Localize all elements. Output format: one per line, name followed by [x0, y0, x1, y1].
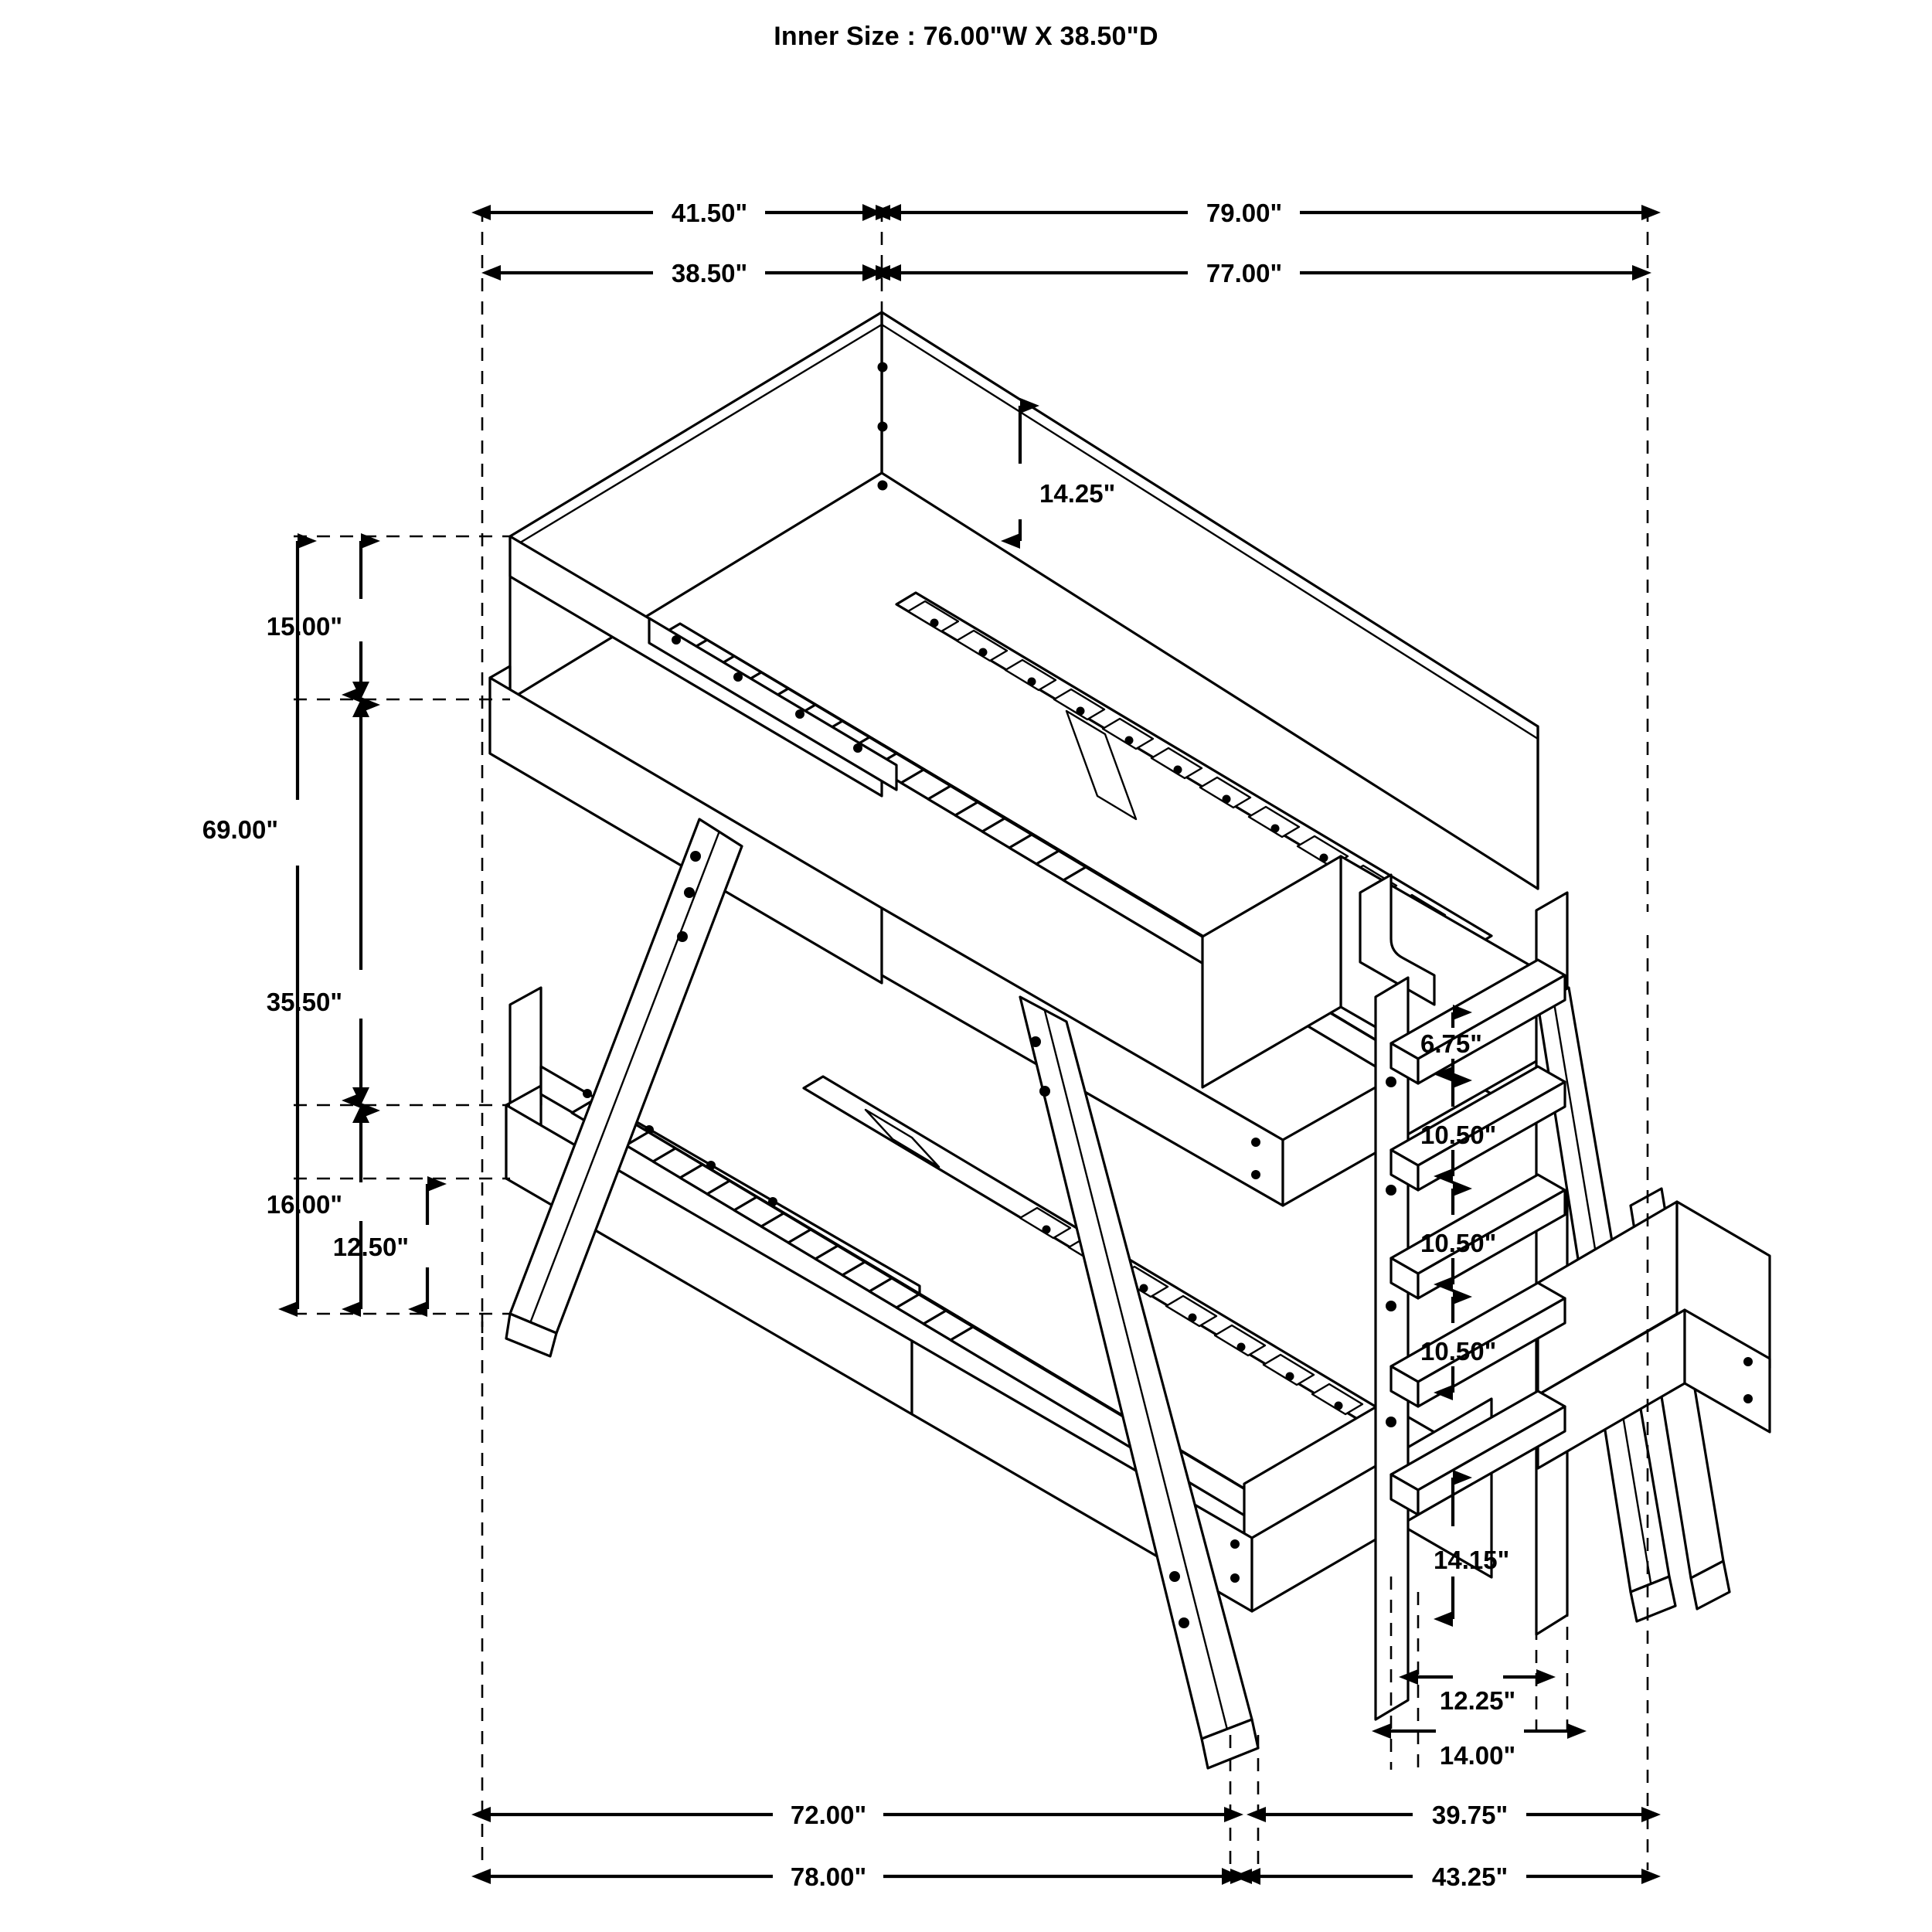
dim-39-75: 39.75" [1247, 1801, 1661, 1829]
extension-lines [294, 209, 1649, 1870]
dim-69-00: 69.00" [202, 533, 317, 1317]
dim-label-14-25: 14.25" [1039, 479, 1115, 508]
dim-77-00: 77.00" [871, 259, 1651, 287]
dim-10-50-b: 10.50" [1420, 1181, 1496, 1292]
dim-label-6-75: 6.75" [1420, 1029, 1482, 1058]
support-legs [505, 818, 1771, 1770]
dim-10-50-c: 10.50" [1420, 1289, 1496, 1400]
hardware-hole [877, 480, 888, 491]
dim-35-50: 35.50" [267, 697, 380, 1108]
dim-79-00: 79.00" [871, 199, 1661, 227]
dim-14-15: 14.15" [1434, 1470, 1509, 1627]
dim-label-79-00: 79.00" [1206, 199, 1282, 227]
dim-label-14-15: 14.15" [1434, 1546, 1509, 1574]
dim-72-00: 72.00" [471, 1801, 1243, 1829]
dim-label-72-00: 72.00" [791, 1801, 866, 1829]
hardware-hole [877, 362, 888, 372]
dim-41-50: 41.50" [471, 199, 895, 227]
ladder-rungs [1389, 958, 1566, 1516]
dim-10-50-a: 10.50" [1420, 1073, 1496, 1184]
dim-label-16-00: 16.00" [267, 1190, 342, 1219]
dim-label-15-00: 15.00" [267, 612, 342, 641]
dim-12-50: 12.50" [333, 1176, 447, 1317]
dim-label-77-00: 77.00" [1206, 259, 1282, 287]
upper-front-side-board [488, 676, 883, 985]
dim-label-12-50: 12.50" [333, 1233, 409, 1261]
dim-6-75: 6.75" [1420, 1005, 1482, 1082]
dim-label-39-75: 39.75" [1432, 1801, 1508, 1829]
upper-guard-rail-cutout [1359, 873, 1436, 1006]
dim-label-43-25: 43.25" [1432, 1862, 1508, 1891]
dim-38-50: 38.50" [481, 259, 895, 287]
dim-bowtie-bottom [1222, 1868, 1260, 1885]
bunk-bed-illustration [488, 311, 1771, 1770]
dim-label-10-50-b: 10.50" [1420, 1229, 1496, 1257]
dim-78-00: 78.00" [471, 1862, 1250, 1891]
dim-label-35-50: 35.50" [267, 988, 342, 1016]
dim-label-12-25: 12.25" [1440, 1686, 1515, 1715]
page-title: Inner Size : 76.00"W X 38.50"D [774, 22, 1158, 51]
upper-back-cleat [648, 617, 898, 791]
lower-bunk [505, 986, 1493, 1613]
dim-bowtie-markers [862, 204, 901, 281]
dim-14-00: 14.00" [1372, 1723, 1587, 1770]
upper-right-side-panel [1201, 855, 1342, 1089]
hardware-hole [877, 421, 888, 432]
dim-43-25: 43.25" [1233, 1862, 1661, 1891]
upper-bunk [488, 311, 1539, 1207]
dim-15-00: 15.00" [267, 533, 380, 702]
dim-label-10-50-a: 10.50" [1420, 1121, 1496, 1149]
dim-14-25: 14.25" [1001, 398, 1115, 549]
dim-label-69-00: 69.00" [202, 815, 278, 844]
dim-label-38-50: 38.50" [672, 259, 747, 287]
dim-label-78-00: 78.00" [791, 1862, 866, 1891]
dim-16-00: 16.00" [267, 1103, 380, 1317]
dim-label-41-50: 41.50" [672, 199, 747, 227]
dim-12-25: 12.25" [1399, 1669, 1556, 1715]
dim-label-10-50-c: 10.50" [1420, 1337, 1496, 1366]
dim-label-14-00: 14.00" [1440, 1741, 1515, 1770]
